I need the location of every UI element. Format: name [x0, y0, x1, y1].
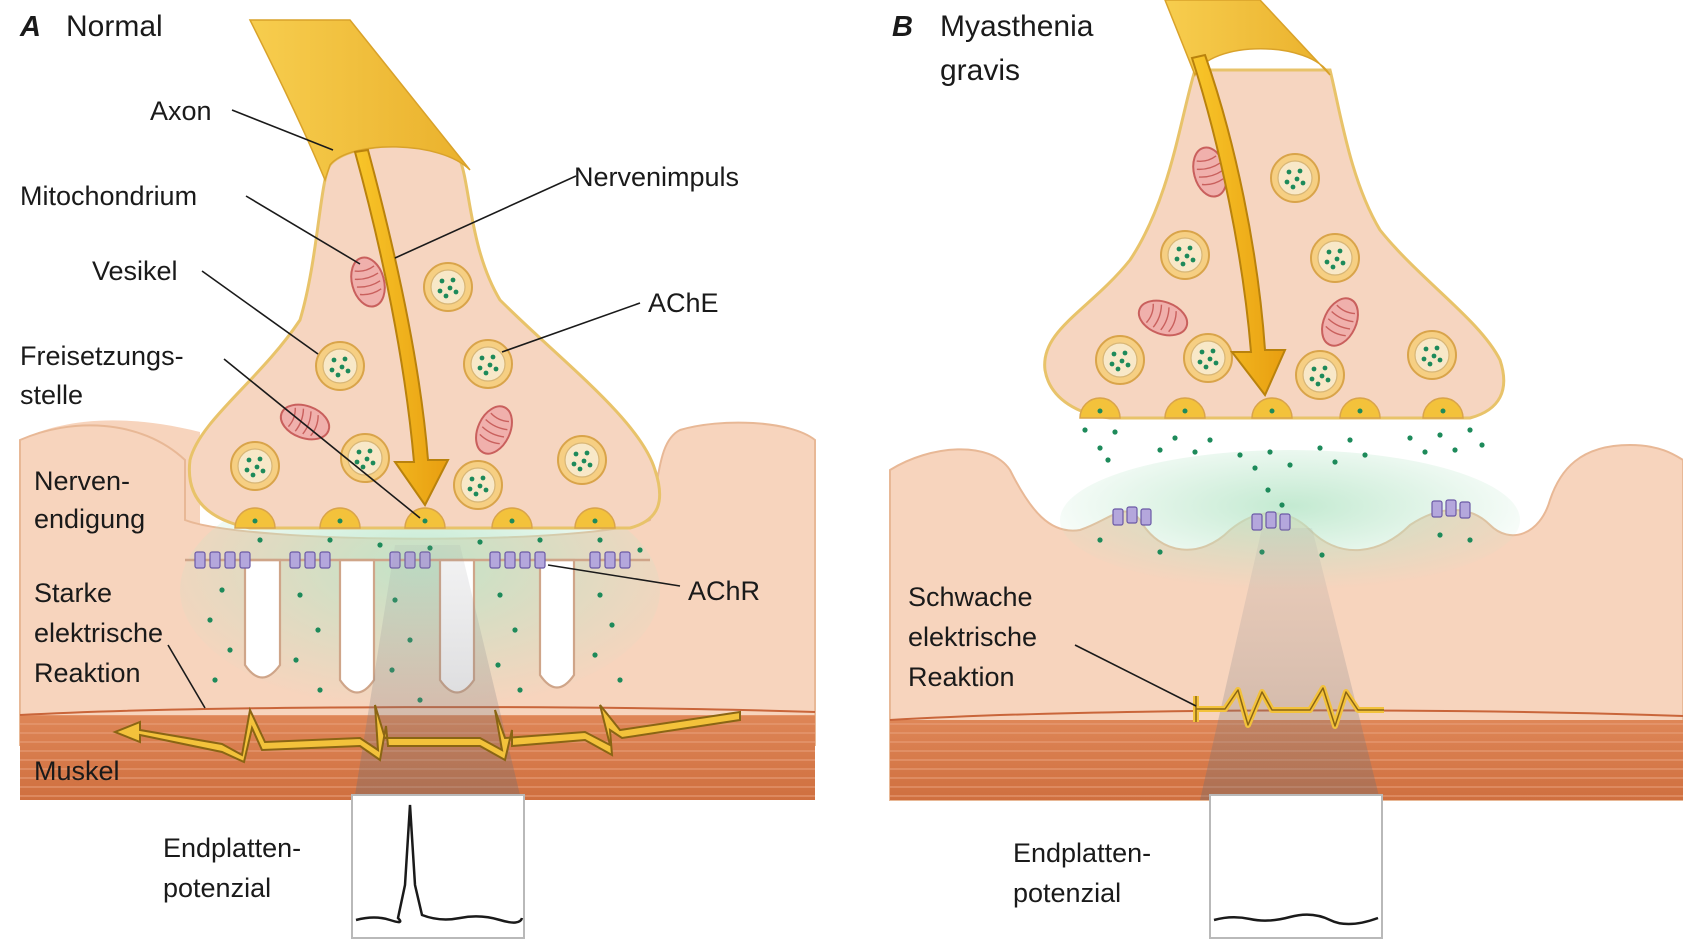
label-axon: Axon — [150, 96, 212, 126]
label-epp-b-2: potenzial — [1013, 878, 1121, 908]
label-nervenimpuls: Nervenimpuls — [574, 162, 739, 192]
panel-a-letter: A — [19, 11, 41, 43]
label-ache: AChE — [648, 288, 719, 318]
panel-b: B Myasthenia gravis Schwache elektrische… — [890, 0, 1683, 938]
label-freisetzungsstelle-2: stelle — [20, 380, 83, 410]
panel-b-title-2: gravis — [940, 54, 1020, 87]
label-epp-a-2: potenzial — [163, 873, 271, 903]
label-epp-b-1: Endplatten- — [1013, 838, 1151, 868]
label-starke-2: elektrische — [34, 618, 163, 648]
label-achr: AChR — [688, 576, 760, 606]
label-schwache-1: Schwache — [908, 582, 1033, 612]
label-freisetzungsstelle-1: Freisetzungs- — [20, 341, 184, 371]
panel-a-title: Normal — [66, 10, 163, 43]
label-starke-3: Reaktion — [34, 658, 141, 688]
label-mitochondrium: Mitochondrium — [20, 181, 197, 211]
panel-b-letter: B — [892, 11, 913, 43]
axon-b — [1165, 0, 1330, 75]
label-nervenendigung-2: endigung — [34, 504, 145, 534]
label-muskel: Muskel — [34, 756, 120, 786]
label-vesikel: Vesikel — [92, 256, 178, 286]
label-schwache-2: elektrische — [908, 622, 1037, 652]
label-epp-a-1: Endplatten- — [163, 833, 301, 863]
label-starke-1: Starke — [34, 578, 112, 608]
panel-a: A Normal Axon Mitochondrium Vesikel Frei… — [19, 10, 815, 938]
label-nervenendigung-1: Nerven- — [34, 466, 130, 496]
label-schwache-3: Reaktion — [908, 662, 1015, 692]
panel-b-title-1: Myasthenia — [940, 10, 1094, 43]
